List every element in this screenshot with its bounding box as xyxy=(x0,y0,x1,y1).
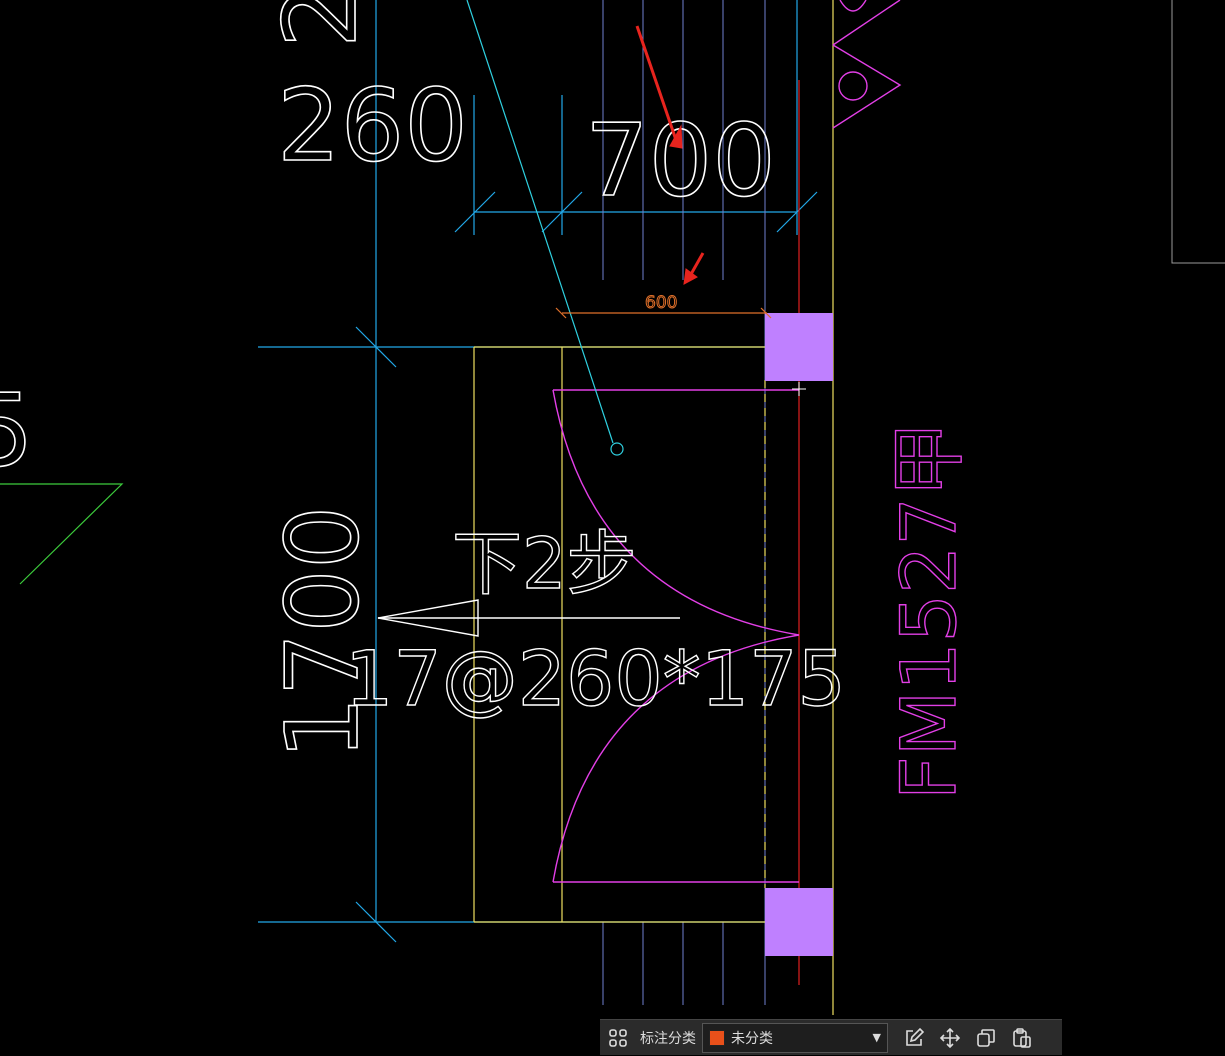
stair-spec-label: 17@260*175 xyxy=(345,634,846,723)
edit-icon[interactable] xyxy=(896,1020,932,1056)
annotation-category-label: 标注分类 xyxy=(640,1030,696,1047)
level-triangle xyxy=(0,483,124,585)
dimension-partial-top-text: 2 xyxy=(262,0,379,48)
dimension-260-text: 260 xyxy=(277,67,468,184)
move-icon[interactable] xyxy=(932,1020,968,1056)
dimension-1700-text: 1700 xyxy=(264,506,381,761)
annotation-arrow-large xyxy=(635,25,683,149)
annotation-toolbar: 标注分类 未分类 ▼ xyxy=(600,1019,1062,1055)
column-bottom[interactable] xyxy=(765,888,833,956)
cursor-crosshair xyxy=(792,382,806,396)
wall-lines xyxy=(473,0,834,1015)
column-top[interactable] xyxy=(765,313,833,381)
dimension-600[interactable] xyxy=(555,307,772,319)
dimension-700-text: 700 xyxy=(585,102,776,219)
paste-icon[interactable] xyxy=(1004,1020,1040,1056)
layout-grid-icon[interactable] xyxy=(600,1020,636,1056)
copy-icon[interactable] xyxy=(968,1020,1004,1056)
category-select-value: 未分类 xyxy=(731,1030,773,1047)
leader-line xyxy=(466,0,624,456)
category-color-swatch xyxy=(709,1029,725,1046)
chevron-down-icon: ▼ xyxy=(872,1031,881,1044)
annotation-arrow-small xyxy=(683,252,705,285)
stair-direction-arrow xyxy=(377,599,680,637)
door-swing[interactable] xyxy=(552,389,800,883)
door-tag-text[interactable]: FM1527甲 xyxy=(883,421,973,801)
dimension-600-text: 600 xyxy=(645,293,677,313)
section-marker xyxy=(832,0,902,129)
annotation-category-select[interactable]: 未分类 ▼ xyxy=(702,1022,888,1053)
stair-direction-label: 下2步 xyxy=(452,523,637,605)
left-edge-partial-text: 5 xyxy=(0,372,34,489)
adjacent-room-outline xyxy=(1171,0,1225,264)
